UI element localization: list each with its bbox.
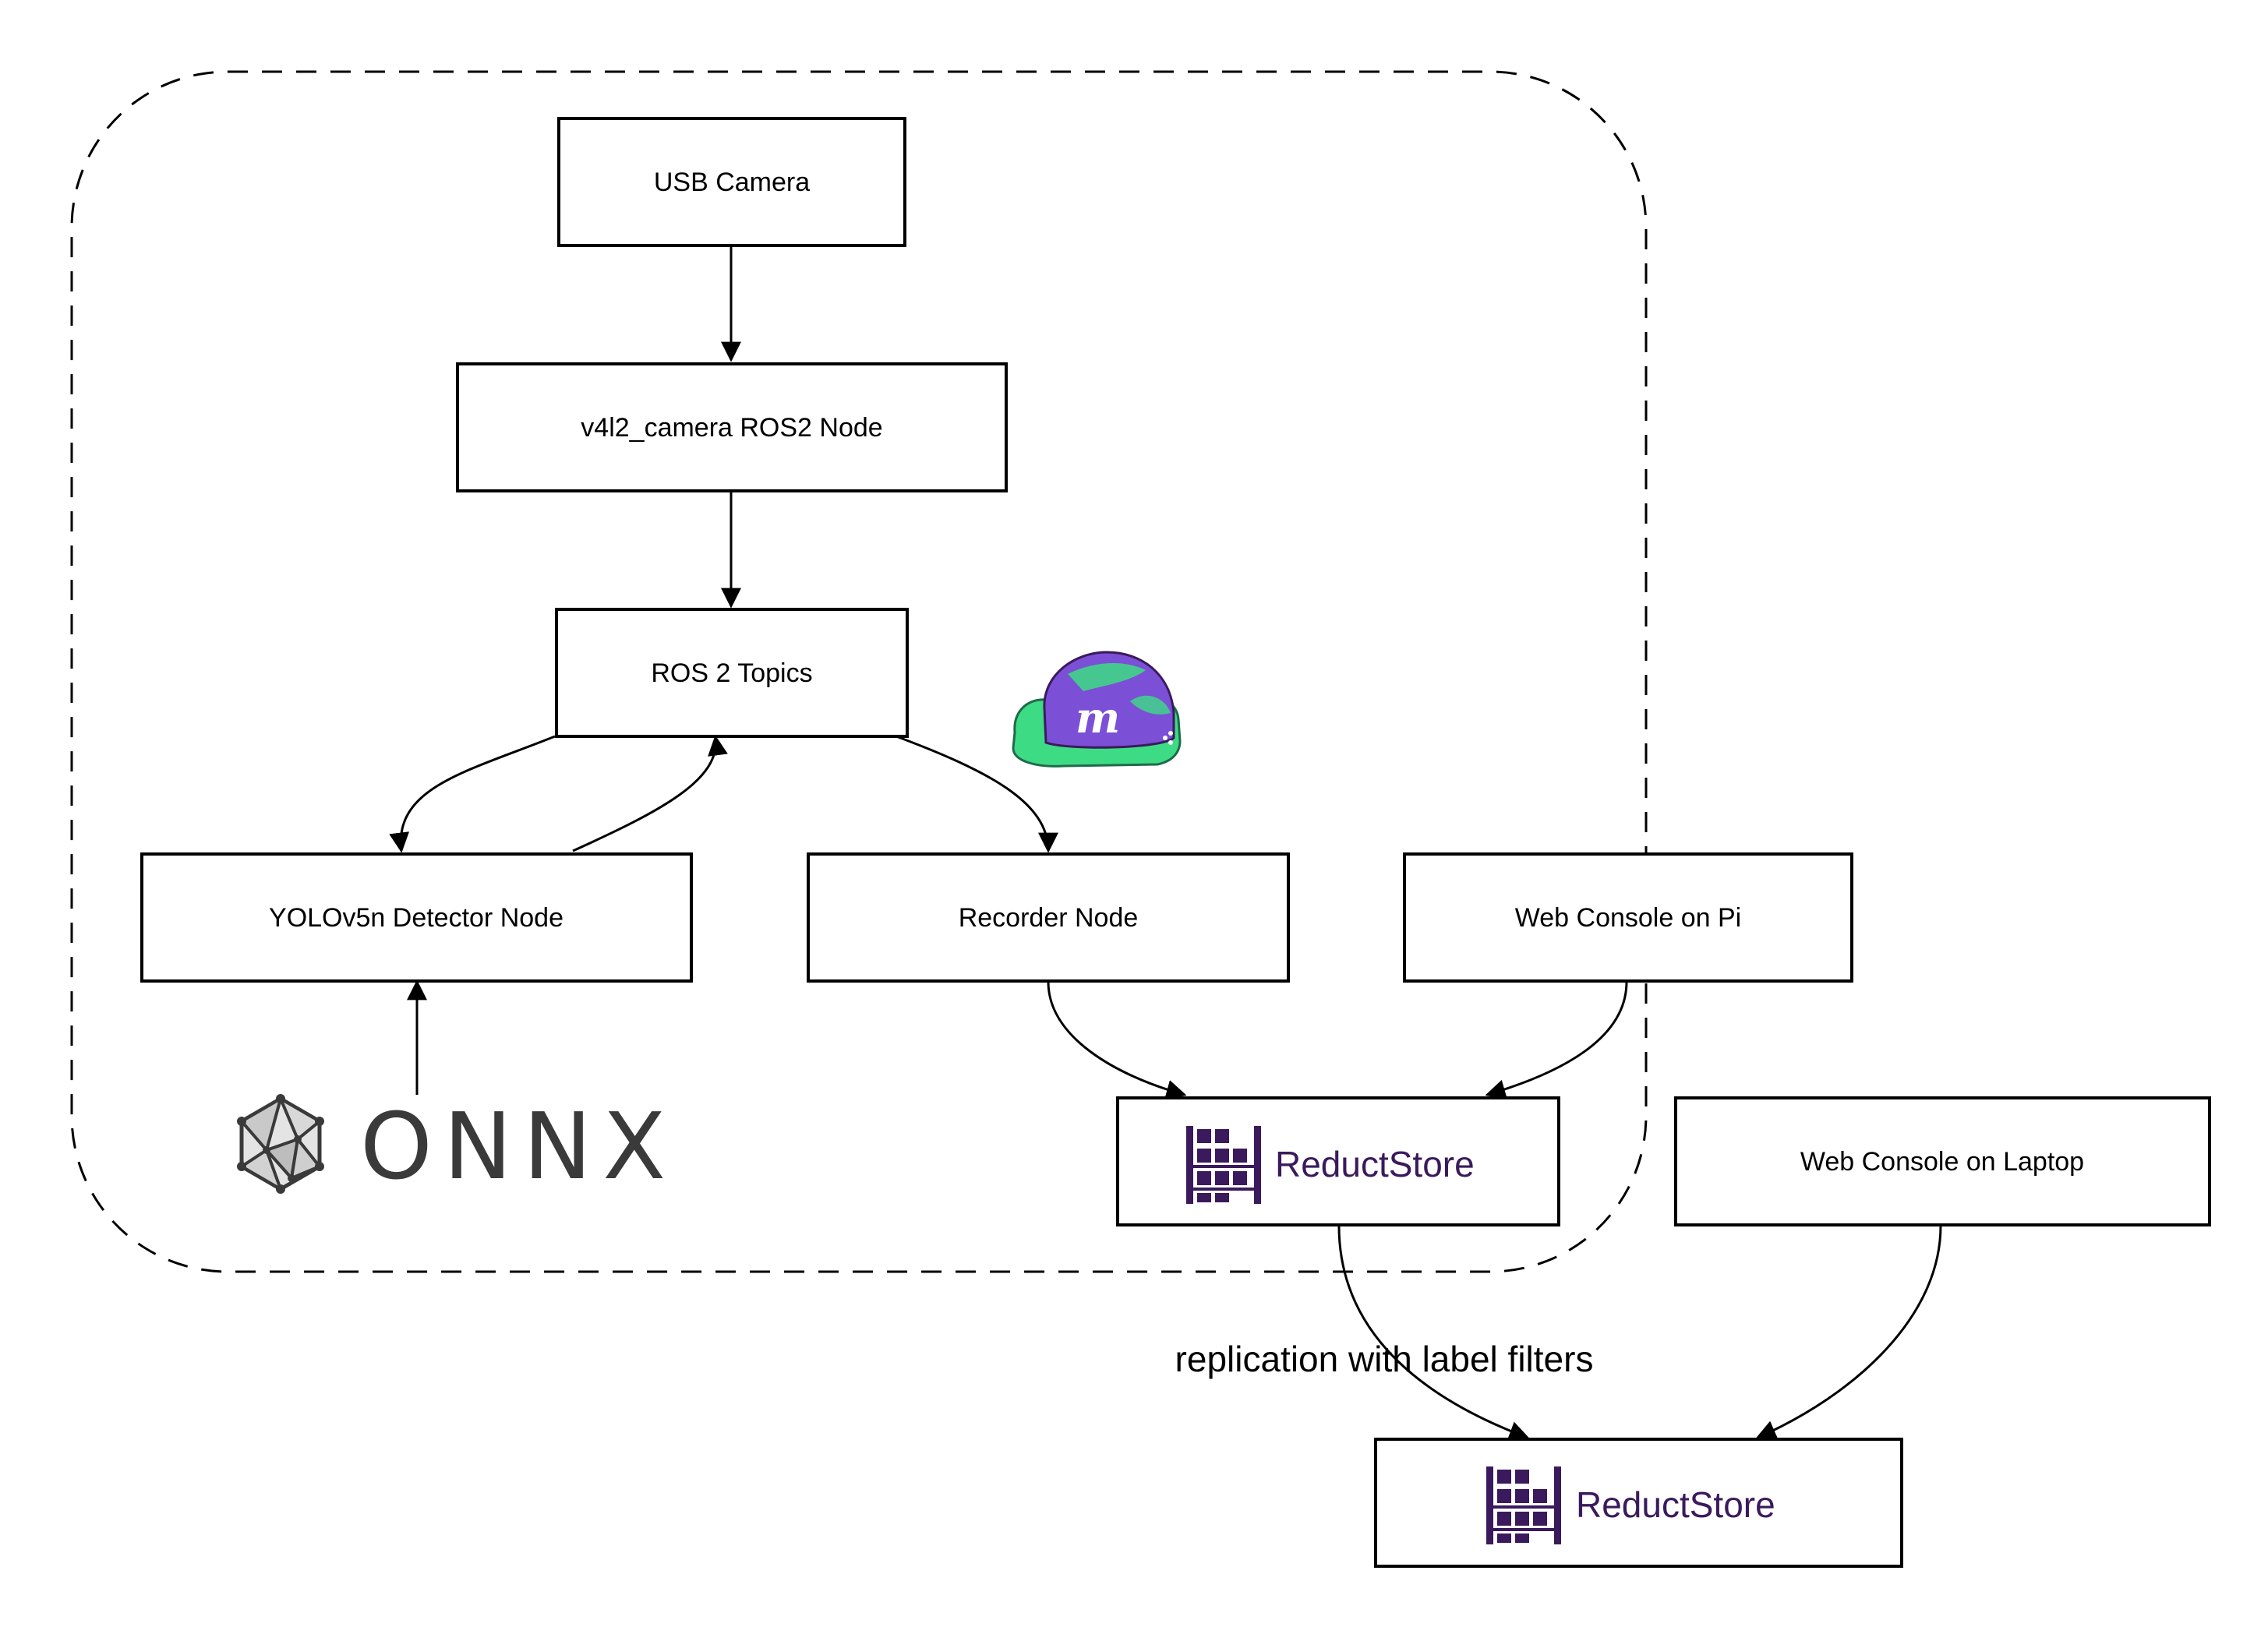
onnx-logo-icon <box>237 1094 324 1194</box>
edge-topics-to-yolo <box>389 735 556 853</box>
node-v4l2-camera: v4l2_camera ROS2 Node <box>456 362 1008 492</box>
v4l2-node-label: v4l2_camera ROS2 Node <box>581 413 882 443</box>
svg-text:m: m <box>1076 693 1120 743</box>
edge-topics-to-recorder <box>896 735 1058 853</box>
pi-boundary <box>70 70 1648 1273</box>
meticulous-cap-icon: m <box>1012 651 1182 768</box>
node-ros2-topics: ROS 2 Topics <box>555 608 909 738</box>
replication-label: replication with label filters <box>1175 1339 1594 1379</box>
node-usb-camera: USB Camera <box>557 117 906 247</box>
reductstore-logo-icon <box>1486 1466 1561 1544</box>
recorder-node-label: Recorder Node <box>959 903 1139 933</box>
ros2-topics-label: ROS 2 Topics <box>651 658 812 688</box>
edge-webpi-to-reductstore <box>1485 981 1628 1099</box>
node-web-console-laptop: Web Console on Laptop <box>1674 1096 2211 1226</box>
web-console-pi-label: Web Console on Pi <box>1515 903 1741 933</box>
edges <box>389 245 1942 1441</box>
onnx-logo: ONNX <box>237 1092 677 1200</box>
usb-camera-label: USB Camera <box>654 168 810 197</box>
edge-recorder-to-reductstore <box>1047 981 1187 1100</box>
node-reductstore-laptop: ReductStore <box>1374 1438 1903 1568</box>
node-yolo-detector: YOLOv5n Detector Node <box>140 852 693 983</box>
reductstore-laptop-label: ReductStore <box>1576 1484 1775 1525</box>
node-reductstore-pi: ReductStore <box>1116 1096 1560 1226</box>
yolo-node-label: YOLOv5n Detector Node <box>269 903 563 933</box>
node-recorder: Recorder Node <box>807 852 1290 983</box>
node-web-console-pi: Web Console on Pi <box>1403 852 1853 983</box>
edge-yolo-to-topics <box>572 735 728 852</box>
edge-replication <box>1337 1225 1530 1441</box>
web-console-laptop-label: Web Console on Laptop <box>1800 1147 2084 1177</box>
reductstore-pi-label: ReductStore <box>1275 1144 1475 1184</box>
edge-laptop-to-reductstore <box>1755 1225 1942 1440</box>
reductstore-logo-icon <box>1186 1126 1261 1204</box>
onnx-logo-text: ONNX <box>360 1092 677 1200</box>
